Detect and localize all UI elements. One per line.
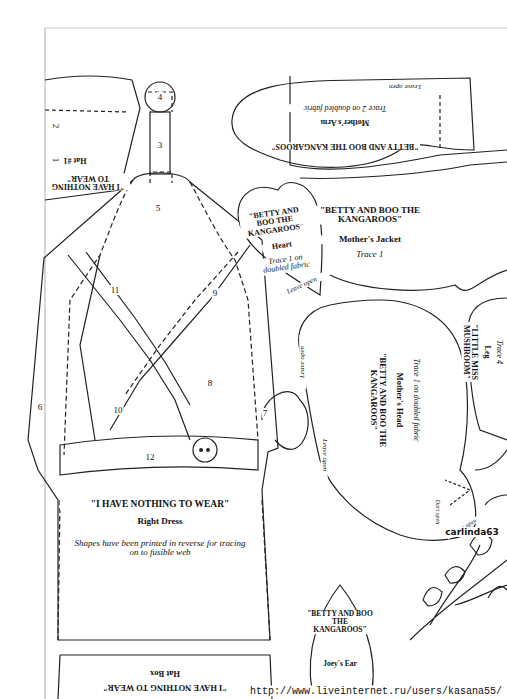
pattern-piece: "I HAVE NOTHING TO WEAR" Right DressShape… bbox=[25, 165, 283, 655]
callout-number: 12 bbox=[145, 452, 156, 462]
piece-note: Heart bbox=[262, 239, 303, 253]
callout-number: 10 bbox=[113, 405, 124, 415]
piece-title: "I HAVE NOTHING TO WEAR" bbox=[60, 500, 260, 510]
pattern-piece: "BETTY AND BOO THE KANGAROOS" Mother's Ar… bbox=[225, 70, 480, 175]
piece-title: "BETTY AND BOO THE KANGAROOS" bbox=[369, 340, 387, 460]
piece-note: Hat Box bbox=[125, 670, 205, 679]
pattern-piece: "BETTY AND BOO THE KANGAROOS"HeartTrace … bbox=[232, 178, 327, 298]
piece-title: "BETTY AND BOO THE KANGAROOS" bbox=[300, 206, 440, 225]
head-outline bbox=[299, 300, 476, 540]
piece-note: Trace 4 bbox=[495, 327, 503, 377]
callout-number: 11 bbox=[110, 285, 121, 295]
callout-number: 5 bbox=[155, 203, 162, 213]
piece-title: "LITTLE MISS MUSHROOM" bbox=[462, 322, 479, 382]
callout-number: 2 bbox=[51, 123, 61, 130]
piece-note: Trace 1 bbox=[340, 250, 400, 259]
pattern-piece: "BETTY AND BOO THE KANGAROOS" Mother's Ja… bbox=[290, 160, 507, 300]
piece-note: Mother's Jacket bbox=[315, 235, 425, 244]
piece-note: Trace 1 on doubled fabric bbox=[412, 330, 420, 470]
piece-note: Right Dress bbox=[110, 517, 210, 526]
dress-outline bbox=[28, 173, 278, 640]
piece-note: Joey's Ear bbox=[313, 660, 368, 668]
pattern-piece: "BETTY AND BOO THE KANGAROOS" Mother's He… bbox=[295, 298, 480, 546]
piece-note: Mother's Arm bbox=[295, 118, 395, 126]
head-circle bbox=[145, 82, 175, 112]
piece-title: "BETTY AND BOO THE KANGAROOS" bbox=[306, 610, 374, 634]
piece-note: Leave open bbox=[375, 82, 435, 89]
piece-title: "I HAVE NOTHING TO WEAR" bbox=[65, 684, 265, 693]
pattern-piece: "BETTY AND BOO THE KANGAROOS" Joey's Ear bbox=[300, 580, 380, 695]
piece-note: Shapes have been printed in reverse for … bbox=[70, 539, 250, 558]
button bbox=[193, 438, 217, 462]
piece-title: "BETTY AND BOO THE KANGAROOS" bbox=[270, 142, 420, 150]
piece-title: "I HAVE NOTHING TO WEAR" bbox=[46, 174, 130, 191]
source-url: http://www.liveinternet.ru/users/kasana5… bbox=[249, 686, 503, 697]
callout-number: 9 bbox=[212, 288, 219, 298]
pattern-piece: "I HAVE NOTHING TO WEAR"Hat #1 bbox=[45, 70, 140, 205]
piece-note: Trace 2 on doubled fabric bbox=[270, 104, 420, 112]
pattern-piece: "I HAVE NOTHING TO WEAR" Hat Box bbox=[55, 650, 275, 699]
flower-stems bbox=[410, 545, 507, 640]
callout-number: 3 bbox=[157, 140, 164, 150]
callout-number: 1 bbox=[51, 157, 61, 164]
callout-number: 7 bbox=[262, 408, 269, 418]
piece-note: Leg bbox=[483, 332, 491, 372]
page-edge bbox=[44, 28, 45, 699]
piece-note: Leave open bbox=[299, 335, 306, 389]
publisher-logo: carlinda63 bbox=[444, 527, 499, 537]
piece-note: Mother's Head bbox=[396, 350, 405, 450]
piece-note: Leave open bbox=[320, 428, 327, 482]
hat-box-outline bbox=[58, 655, 272, 699]
ear-outline bbox=[310, 585, 373, 690]
piece-note: Trace 1 on doubled fabric bbox=[257, 252, 315, 276]
piece-note: Dart open bbox=[435, 492, 441, 532]
callout-number: 8 bbox=[207, 378, 214, 388]
piece-note: Leave open bbox=[278, 272, 326, 300]
hat-outline bbox=[45, 76, 140, 200]
callout-number: 4 bbox=[157, 92, 164, 102]
arm-outline bbox=[232, 78, 474, 167]
pattern-piece: "LITTLE MISS MUSHROOM" Leg Trace 4 bbox=[462, 296, 507, 446]
belt bbox=[60, 436, 258, 475]
callout-number: 6 bbox=[37, 402, 44, 412]
